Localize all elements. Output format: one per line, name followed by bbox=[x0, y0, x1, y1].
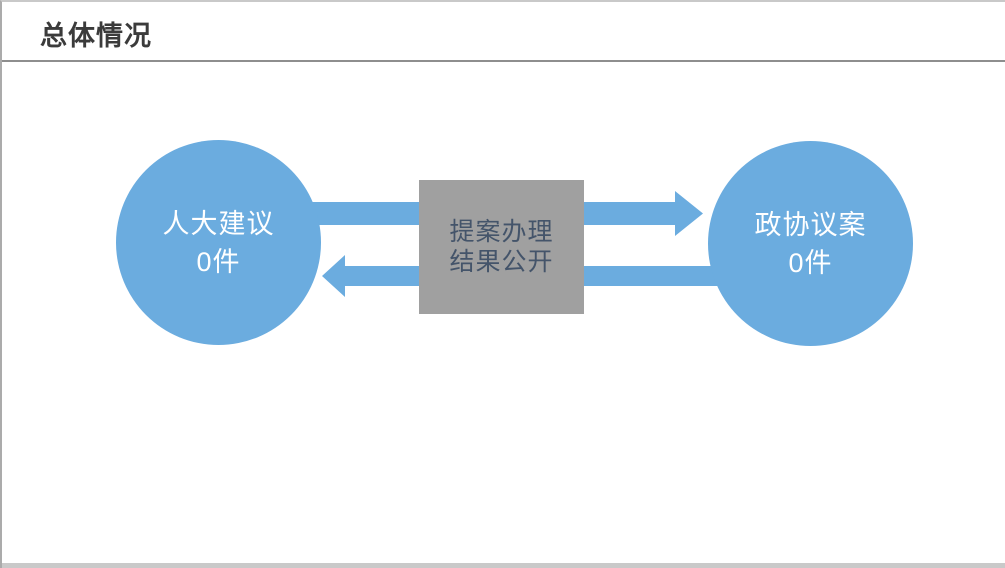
cppcc-proposal-text: 政协议案 0件 bbox=[755, 206, 867, 282]
title-divider bbox=[2, 60, 1005, 62]
result-disclosure-box: 提案办理 结果公开 bbox=[419, 180, 584, 314]
page-title: 总体情况 bbox=[40, 21, 152, 51]
bottom-border-bar bbox=[2, 563, 1005, 568]
cppcc-proposal-label: 政协议案 bbox=[754, 209, 867, 240]
npc-suggestion-circle[interactable]: 人大建议 0件 bbox=[116, 140, 321, 345]
npc-suggestion-label: 人大建议 bbox=[162, 208, 275, 239]
result-disclosure-line1: 提案办理 bbox=[449, 218, 554, 246]
npc-suggestion-text: 人大建议 0件 bbox=[163, 205, 275, 281]
cppcc-proposal-count: 0件 bbox=[788, 247, 833, 278]
cppcc-proposal-circle[interactable]: 政协议案 0件 bbox=[708, 141, 913, 346]
result-disclosure-line2: 结果公开 bbox=[449, 248, 554, 276]
npc-suggestion-count: 0件 bbox=[196, 246, 241, 277]
